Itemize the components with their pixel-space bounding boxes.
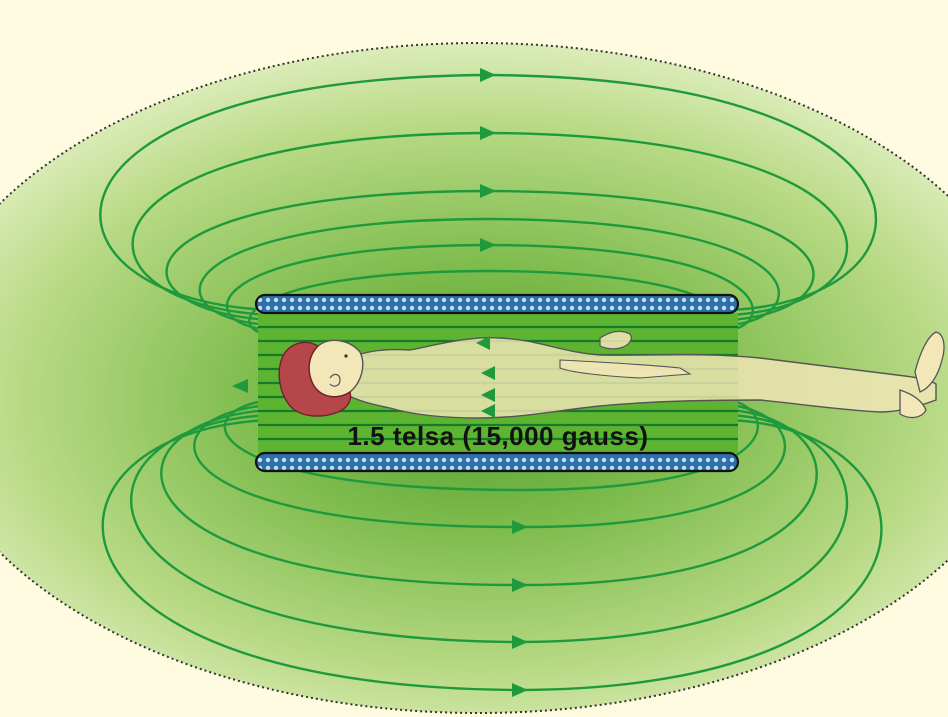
patient-hand	[599, 330, 632, 350]
arrow-right-icon	[480, 126, 496, 140]
magnet-coil-bottom	[254, 451, 740, 473]
arrow-right-icon	[512, 635, 528, 649]
field-strength-label: 1.5 telsa (15,000 gauss)	[347, 421, 649, 451]
arrow-left-icon	[481, 388, 495, 402]
arrow-left-icon	[481, 404, 495, 418]
arrow-left-icon	[232, 379, 248, 393]
arrow-right-icon	[480, 238, 496, 252]
patient-hair	[278, 341, 352, 417]
arrow-right-icon	[512, 520, 528, 534]
patient-arm	[559, 359, 692, 379]
arrow-left-icon	[481, 366, 495, 380]
patient-eye	[344, 354, 348, 358]
bore-arrows	[476, 336, 495, 418]
arrow-left-icon	[476, 336, 490, 350]
field-arrows	[232, 68, 528, 697]
patient-ear	[329, 373, 341, 387]
field-line	[198, 217, 781, 327]
magnet-coil-top	[254, 293, 740, 315]
arrow-right-icon	[512, 578, 528, 592]
patient-face	[308, 339, 364, 398]
patient-foot	[914, 331, 945, 393]
field-line	[223, 398, 759, 492]
arrow-right-icon	[512, 683, 528, 697]
patient-foot	[899, 389, 927, 419]
patient-figure	[278, 330, 945, 419]
arrow-right-icon	[480, 184, 496, 198]
arrow-right-icon	[480, 68, 496, 82]
